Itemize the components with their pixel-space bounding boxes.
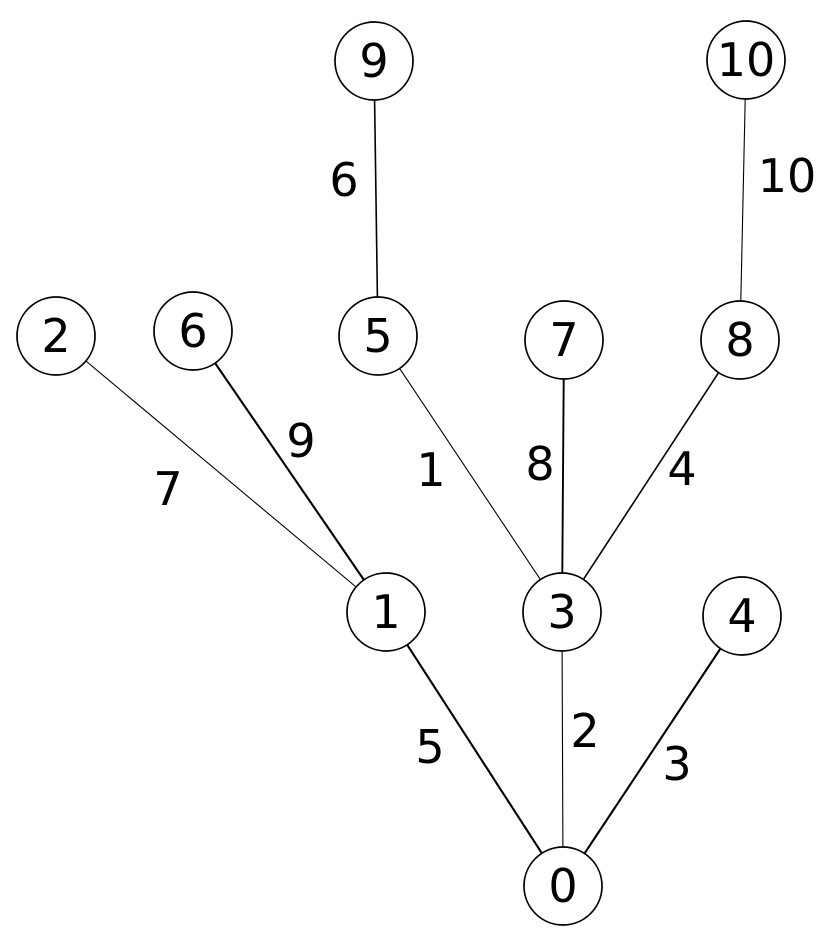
edge-2-1 bbox=[85, 360, 357, 588]
node-9 bbox=[334, 21, 414, 101]
edge-10-8 bbox=[740, 98, 746, 302]
edge-label-8-3: 4 bbox=[667, 442, 696, 496]
node-label-10: 10 bbox=[717, 33, 776, 87]
node-1 bbox=[346, 572, 426, 652]
node-label-2: 2 bbox=[41, 309, 70, 363]
node-label-4: 4 bbox=[727, 589, 756, 643]
edge-3-0 bbox=[561, 650, 564, 848]
edge-label-2-1: 7 bbox=[153, 462, 182, 516]
edge-label-5-3: 1 bbox=[416, 443, 445, 497]
edge-5-3 bbox=[399, 368, 541, 580]
node-0 bbox=[523, 846, 603, 926]
node-7 bbox=[524, 300, 604, 380]
node-label-6: 6 bbox=[178, 304, 207, 358]
node-4 bbox=[702, 576, 782, 656]
node-label-7: 7 bbox=[549, 313, 578, 367]
node-label-8: 8 bbox=[725, 313, 754, 367]
node-label-1: 1 bbox=[371, 585, 400, 639]
edge-9-5 bbox=[373, 99, 379, 298]
edge-label-1-0: 5 bbox=[415, 720, 444, 774]
node-5 bbox=[338, 296, 418, 376]
edge-label-7-3: 8 bbox=[525, 437, 554, 491]
edge-6-1 bbox=[214, 362, 365, 581]
node-label-5: 5 bbox=[363, 309, 392, 363]
edge-label-4-0: 3 bbox=[662, 737, 691, 791]
edge-label-6-1: 9 bbox=[286, 414, 315, 468]
edge-label-3-0: 2 bbox=[570, 704, 599, 758]
edge-label-10-8: 10 bbox=[758, 149, 817, 203]
node-2 bbox=[16, 296, 96, 376]
node-3 bbox=[522, 572, 602, 652]
edge-7-3 bbox=[561, 378, 565, 574]
node-6 bbox=[153, 291, 233, 371]
node-label-3: 3 bbox=[547, 585, 576, 639]
node-8 bbox=[700, 300, 780, 380]
node-10 bbox=[706, 20, 786, 100]
edge-4-0 bbox=[583, 647, 722, 855]
edge-8-3 bbox=[582, 372, 720, 580]
node-label-9: 9 bbox=[359, 34, 388, 88]
edge-1-0 bbox=[406, 644, 543, 854]
edge-label-9-5: 6 bbox=[329, 153, 358, 207]
node-label-0: 0 bbox=[548, 859, 577, 913]
